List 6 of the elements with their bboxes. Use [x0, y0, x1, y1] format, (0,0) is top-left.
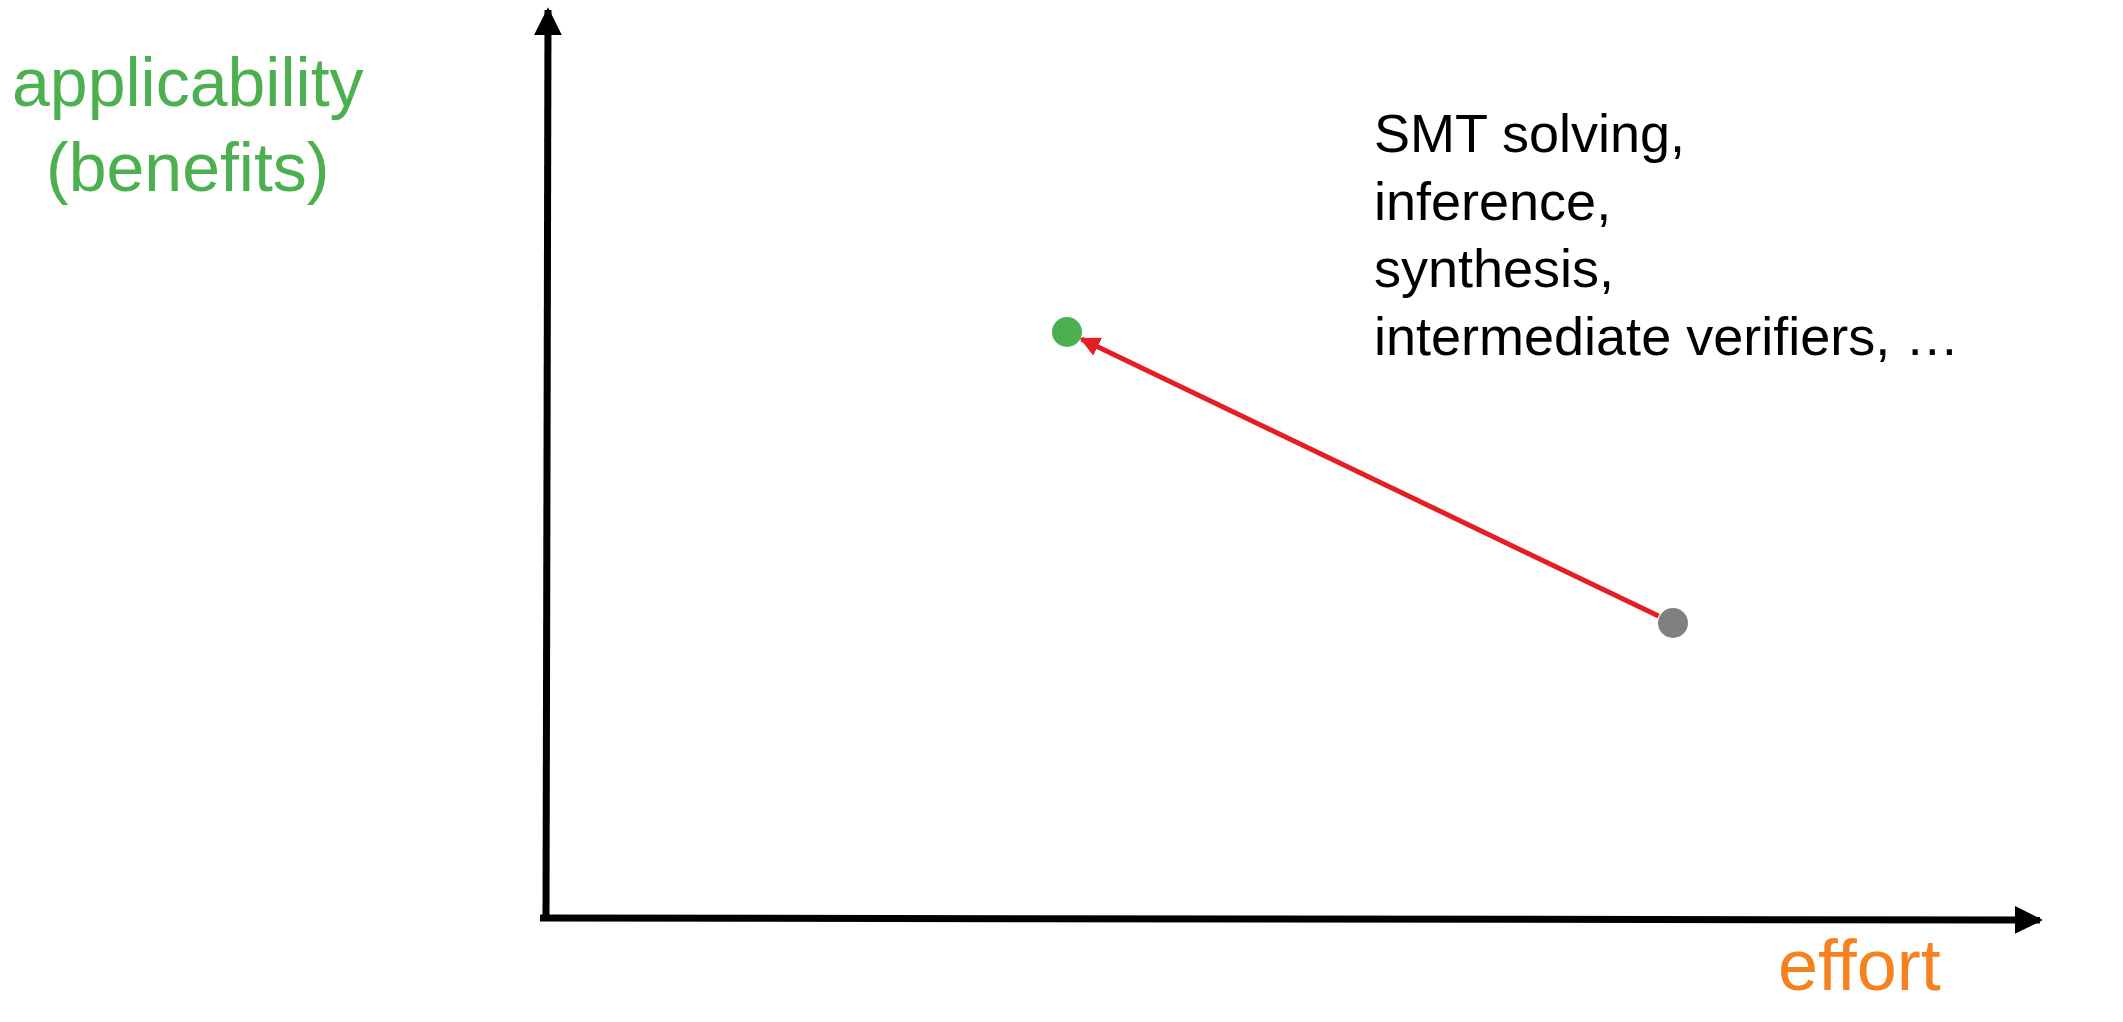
- axis-title: applicability (benefits): [12, 43, 364, 207]
- data-point: [1052, 317, 1082, 347]
- arrow: [1079, 336, 1660, 619]
- annotation-text: SMT solving, inference, synthesis, intermediate verifiers, …: [1374, 102, 1960, 368]
- data-point: [1658, 608, 1688, 638]
- axis-title: effort: [1778, 924, 1941, 1007]
